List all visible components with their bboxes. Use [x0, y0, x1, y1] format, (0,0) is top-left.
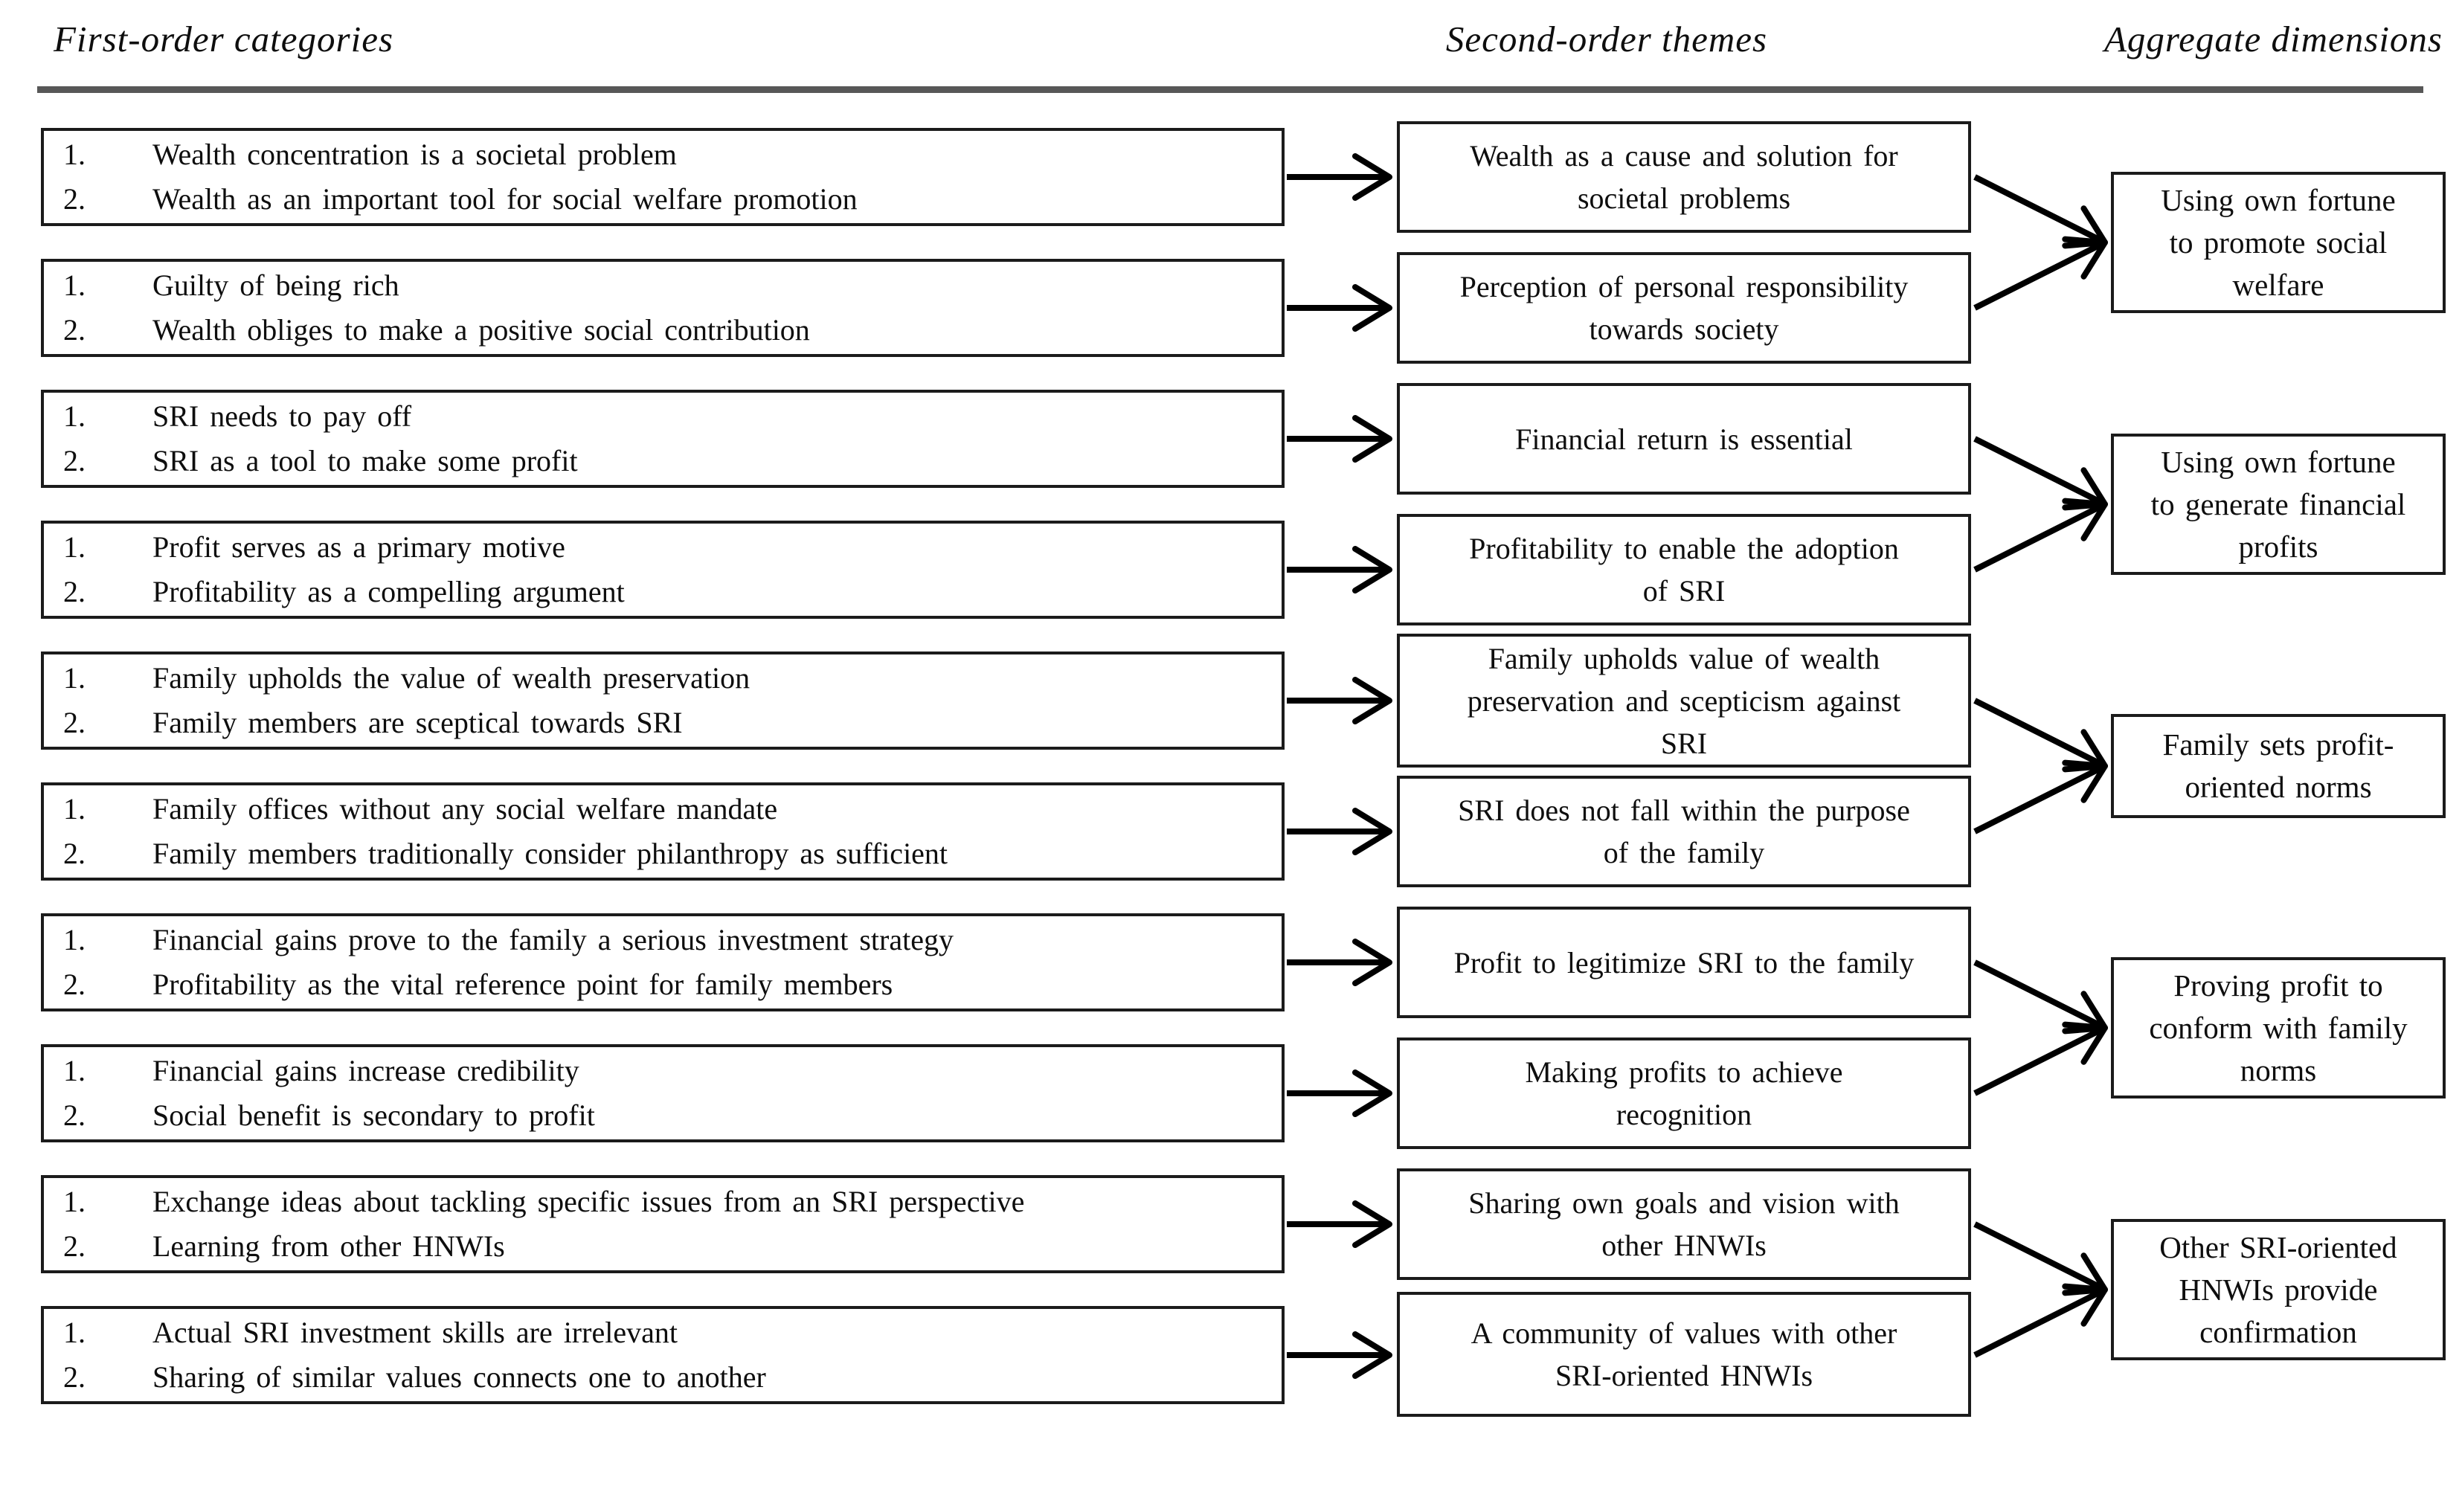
- category-item-text: Social benefit is secondary to profit: [152, 1098, 595, 1132]
- arrow-theme-to-dimension: [1973, 436, 2108, 511]
- aggregate-dimension-box: Using own fortune to generate financial …: [2111, 434, 2446, 575]
- aggregate-dimension-text: Proving profit to conform with family no…: [2149, 968, 2408, 1087]
- category-item-number: 2.: [63, 706, 86, 739]
- arrow-theme-to-dimension: [1973, 174, 2108, 249]
- second-order-theme-box: Making profits to achieve recognition: [1397, 1038, 1971, 1149]
- category-item-number: 2.: [63, 837, 86, 870]
- theme-text: SRI does not fall within the purpose of …: [1458, 794, 1910, 869]
- theme-text: Sharing own goals and vision with other …: [1468, 1186, 1900, 1262]
- aggregate-dimension-text: Using own fortune to generate financial …: [2150, 444, 2406, 564]
- category-item-number: 1.: [63, 1316, 86, 1349]
- aggregate-dimension-box: Proving profit to conform with family no…: [2111, 957, 2446, 1098]
- category-item-text: Family members are sceptical towards SRI: [152, 706, 683, 739]
- category-item-number: 1.: [63, 1185, 86, 1218]
- second-order-theme-box: Wealth as a cause and solution for socie…: [1397, 121, 1971, 233]
- arrow-theme-to-dimension: [1973, 759, 2108, 834]
- first-order-category-box: 1. Actual SRI investment skills are irrel…: [41, 1306, 1285, 1404]
- category-item-number: 2.: [63, 182, 86, 216]
- aggregate-dimension-text: Using own fortune to promote social welf…: [2161, 182, 2396, 302]
- category-item-text: Actual SRI investment skills are irrelev…: [152, 1316, 678, 1349]
- category-item-text: Learning from other HNWIs: [152, 1229, 505, 1263]
- first-order-category-box: 1. Profit serves as a primary motive 2. Pr…: [41, 521, 1285, 619]
- second-order-theme-box: Profitability to enable the adoption of …: [1397, 514, 1971, 625]
- first-order-category-box: 1. Family upholds the value of wealth pre…: [41, 652, 1285, 750]
- category-item-text: Family upholds the value of wealth prese…: [152, 661, 751, 695]
- arrow-theme-to-dimension: [1973, 1021, 2108, 1096]
- aggregate-dimension-box: Family sets profit- oriented norms: [2111, 714, 2446, 818]
- category-item-text: SRI needs to pay off: [152, 399, 412, 433]
- category-item-number: 1.: [63, 268, 86, 302]
- column-header-first-order-categories: First-order categories: [54, 19, 394, 59]
- second-order-theme-box: Profit to legitimize SRI to the family: [1397, 907, 1971, 1018]
- category-item-number: 1.: [63, 138, 86, 171]
- category-item-text: Wealth as an important tool for social w…: [152, 182, 858, 216]
- first-order-category-box: 1. Wealth concentration is a societal pro…: [41, 128, 1285, 226]
- category-item-number: 2.: [63, 968, 86, 1001]
- category-item-number: 2.: [63, 1360, 86, 1394]
- theme-text: Making profits to achieve recognition: [1525, 1055, 1843, 1131]
- category-item-text: Financial gains increase credibility: [152, 1054, 579, 1087]
- column-header-aggregate-dimensions: Aggregate dimensions: [2103, 19, 2443, 59]
- theme-text: Family upholds value of wealth preservat…: [1467, 641, 1901, 760]
- category-item-text: Wealth concentration is a societal probl…: [152, 138, 677, 171]
- aggregate-dimension-box: Other SRI-oriented HNWIs provide confirm…: [2111, 1219, 2446, 1360]
- second-order-theme-box: Sharing own goals and vision with other …: [1397, 1168, 1971, 1280]
- theme-text: Profitability to enable the adoption of …: [1469, 532, 1899, 608]
- category-item-number: 2.: [63, 1098, 86, 1132]
- aggregate-dimension-text: Family sets profit- oriented norms: [2162, 727, 2394, 804]
- first-order-category-box: 1. SRI needs to pay off 2. SRI as a tool t…: [41, 390, 1285, 488]
- theme-text: Perception of personal responsibility to…: [1459, 270, 1909, 346]
- aggregate-dimension-box: Using own fortune to promote social welf…: [2111, 172, 2446, 313]
- theme-text: A community of values with other SRI-ori…: [1471, 1316, 1897, 1392]
- arrow-theme-to-dimension: [1973, 959, 2108, 1035]
- arrow-theme-to-dimension: [1973, 1283, 2108, 1358]
- category-item-number: 1.: [63, 399, 86, 433]
- category-item-text: Profitability as the vital reference poi…: [152, 968, 893, 1001]
- aggregate-dimension-text: Other SRI-oriented HNWIs provide confirm…: [2159, 1229, 2397, 1349]
- second-order-theme-box: Financial return is essential: [1397, 383, 1971, 495]
- theme-text: Wealth as a cause and solution for socie…: [1470, 139, 1898, 215]
- category-item-number: 2.: [63, 1229, 86, 1263]
- second-order-theme-box: SRI does not fall within the purpose of …: [1397, 776, 1971, 887]
- column-header-second-order-themes: Second-order themes: [1445, 19, 1768, 59]
- first-order-category-box: 1. Exchange ideas about tackling specific…: [41, 1175, 1285, 1273]
- category-item-text: Wealth obliges to make a positive social…: [152, 313, 810, 347]
- category-item-text: Family offices without any social welfar…: [152, 792, 778, 826]
- category-item-text: Profitability as a compelling argument: [152, 575, 625, 608]
- category-item-number: 1.: [63, 661, 86, 695]
- category-item-text: Exchange ideas about tackling specific i…: [152, 1185, 1025, 1218]
- first-order-category-box: 1. Financial gains increase credibility 2…: [41, 1044, 1285, 1142]
- category-item-number: 2.: [63, 575, 86, 608]
- category-item-text: Sharing of similar values connects one t…: [152, 1360, 766, 1394]
- category-item-text: Financial gains prove to the family a se…: [152, 923, 954, 956]
- category-item-number: 1.: [63, 792, 86, 826]
- category-item-text: SRI as a tool to make some profit: [152, 444, 578, 477]
- category-item-number: 1.: [63, 923, 86, 956]
- first-order-category-box: 1. Family offices without any social welf…: [41, 782, 1285, 881]
- category-item-number: 2.: [63, 444, 86, 477]
- category-item-number: 1.: [63, 530, 86, 564]
- arrow-theme-to-dimension: [1973, 1221, 2108, 1296]
- arrow-theme-to-dimension: [1973, 498, 2108, 573]
- category-item-text: Profit serves as a primary motive: [152, 530, 565, 564]
- arrow-theme-to-dimension: [1973, 236, 2108, 311]
- first-order-category-box: 1. Financial gains prove to the family a …: [41, 913, 1285, 1011]
- second-order-theme-box: A community of values with other SRI-ori…: [1397, 1292, 1971, 1417]
- arrow-theme-to-dimension: [1973, 698, 2108, 773]
- header-divider-rule: [37, 86, 2423, 93]
- category-item-number: 1.: [63, 1054, 86, 1087]
- first-order-category-box: 1. Guilty of being rich 2. Wealth obliges …: [41, 259, 1285, 357]
- category-item-text: Family members traditionally consider ph…: [152, 837, 948, 870]
- category-item-number: 2.: [63, 313, 86, 347]
- theme-text: Financial return is essential: [1515, 422, 1853, 456]
- second-order-theme-box: Family upholds value of wealth preservat…: [1397, 634, 1971, 768]
- category-item-text: Guilty of being rich: [152, 268, 399, 302]
- theme-text: Profit to legitimize SRI to the family: [1453, 945, 1915, 979]
- second-order-theme-box: Perception of personal responsibility to…: [1397, 252, 1971, 364]
